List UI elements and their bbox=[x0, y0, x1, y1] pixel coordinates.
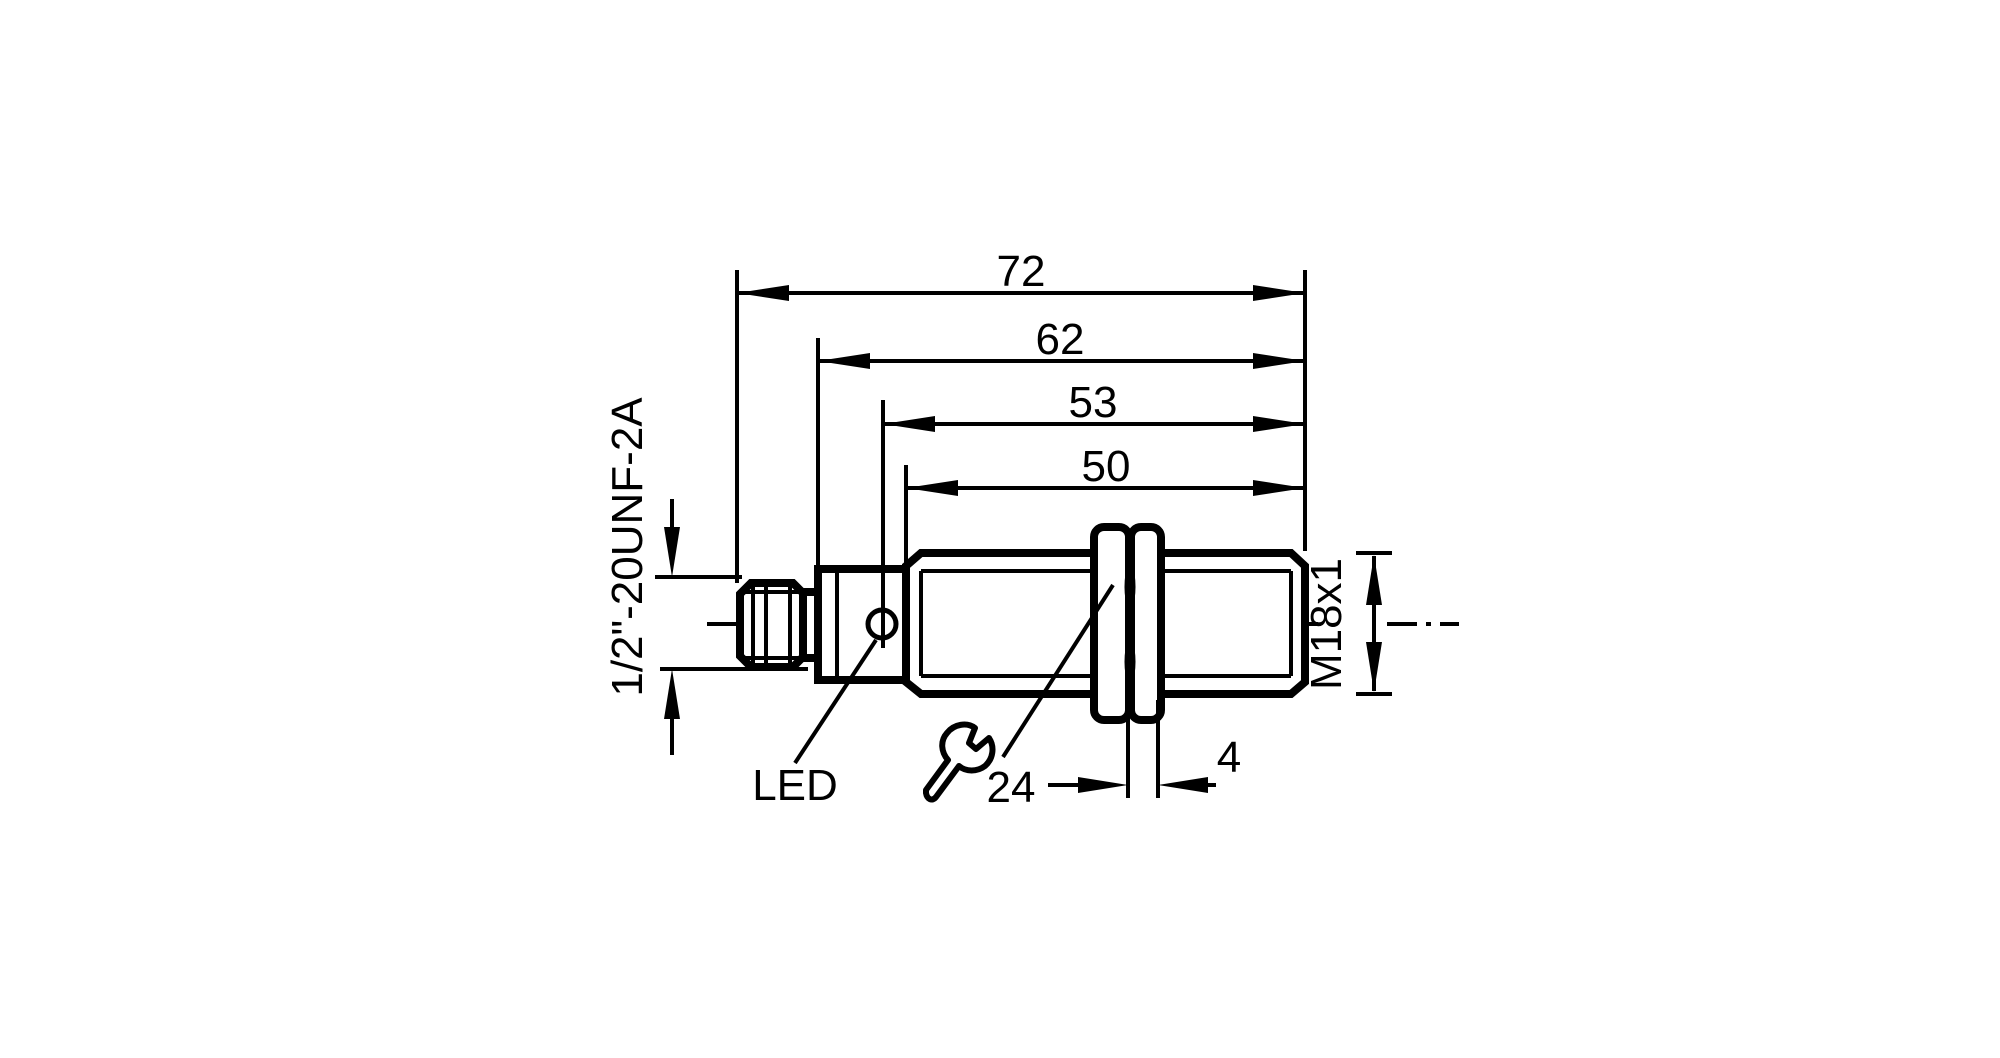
dimension-53: 53 bbox=[883, 378, 1305, 432]
dimension-m18x1: M18x1 bbox=[1302, 555, 1382, 692]
wrench-size-callout: 24 bbox=[923, 583, 1115, 812]
dimension-72: 72 bbox=[737, 247, 1305, 301]
m18x1-label: M18x1 bbox=[1302, 558, 1351, 690]
dimension-62: 62 bbox=[818, 315, 1305, 369]
dim-72-label: 72 bbox=[997, 247, 1046, 296]
extension-lines bbox=[655, 270, 1392, 798]
connector-plug bbox=[736, 579, 822, 671]
dimension-4: 4 bbox=[1048, 733, 1241, 793]
led-callout: LED bbox=[752, 638, 878, 810]
dim-53-label: 53 bbox=[1069, 378, 1118, 427]
wrench-icon bbox=[923, 721, 996, 803]
dim-4-label: 4 bbox=[1217, 733, 1241, 782]
connector-thread-label: 1/2"-20UNF-2A bbox=[603, 397, 652, 697]
led-label: LED bbox=[752, 761, 838, 810]
dimension-50: 50 bbox=[906, 442, 1305, 496]
dim-62-label: 62 bbox=[1036, 315, 1085, 364]
hex-nut bbox=[1090, 523, 1165, 724]
dimension-connector-thread: 1/2"-20UNF-2A bbox=[603, 397, 680, 755]
wrench-size-label: 24 bbox=[987, 763, 1036, 812]
dim-50-label: 50 bbox=[1082, 442, 1131, 491]
